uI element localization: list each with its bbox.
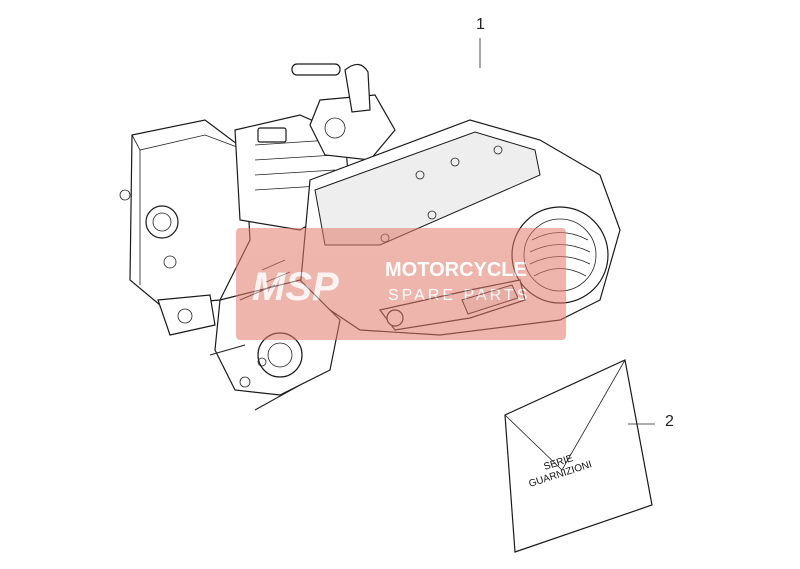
callout-number-1: 1 <box>476 16 485 33</box>
watermark-line2: SPARE PARTS <box>388 287 530 304</box>
watermark: MSP MOTORCYCLE SPARE PARTS <box>236 228 566 340</box>
gasket-packet-drawing: SERIE GUARNIZIONI <box>504 359 653 553</box>
callout-number-2: 2 <box>665 413 674 430</box>
watermark-logo: MSP <box>252 265 339 309</box>
watermark-line1: MOTORCYCLE <box>385 259 527 281</box>
